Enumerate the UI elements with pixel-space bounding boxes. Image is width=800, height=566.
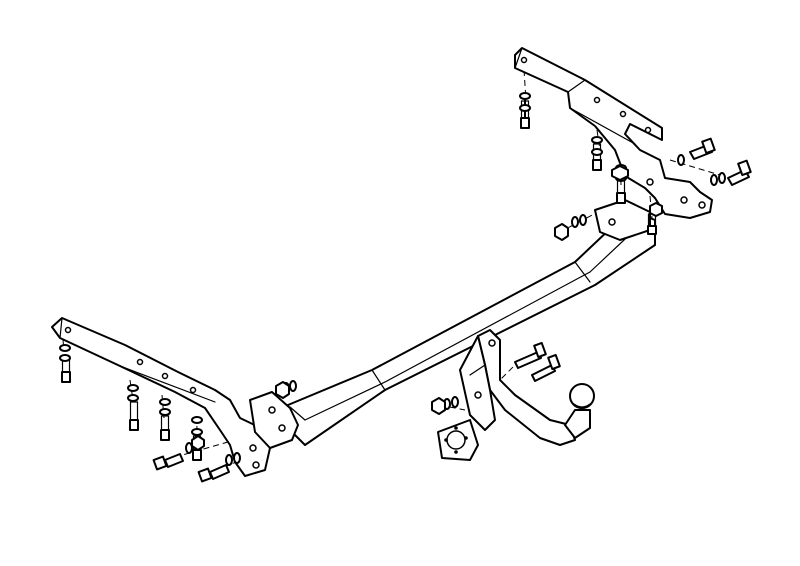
tow-ball-neck	[459, 329, 576, 446]
bolt	[531, 353, 561, 382]
left-side-plate	[249, 391, 299, 449]
tow-ball	[564, 383, 595, 439]
left-mounting-bracket	[51, 317, 271, 477]
bolt	[129, 401, 139, 431]
socket-plate	[437, 419, 479, 461]
bolt	[514, 341, 547, 369]
bolt	[727, 159, 752, 186]
bolt	[592, 143, 602, 171]
bolt	[197, 464, 230, 483]
nuts	[191, 165, 663, 451]
bolt	[152, 453, 184, 471]
bolt	[689, 137, 716, 160]
washers	[59, 92, 726, 466]
right-mounting-bracket	[514, 47, 713, 219]
bolt	[160, 415, 170, 441]
bolts	[61, 99, 752, 483]
